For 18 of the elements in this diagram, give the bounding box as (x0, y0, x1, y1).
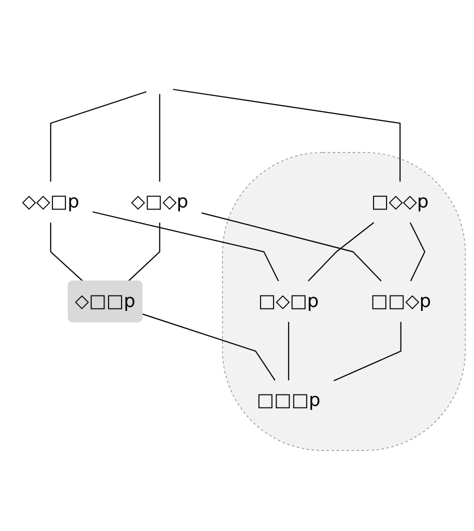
connector (172, 88, 401, 182)
connector (308, 222, 374, 282)
node-text: □◇◇p (371, 192, 429, 212)
connector (92, 211, 279, 282)
connector (410, 222, 426, 282)
node-text: □□◇p (370, 290, 432, 312)
connector (128, 222, 160, 282)
connector (288, 322, 290, 380)
connector (159, 94, 160, 182)
connector (50, 91, 146, 182)
connector (50, 222, 84, 282)
node-text: ◇□◇p (131, 192, 188, 212)
connector (202, 212, 382, 282)
node-text: □□□p (256, 390, 320, 412)
connector (334, 322, 402, 382)
node-text: ◇◇□p (22, 192, 80, 212)
connector (142, 313, 276, 381)
node-text: □◇□p (258, 290, 319, 312)
